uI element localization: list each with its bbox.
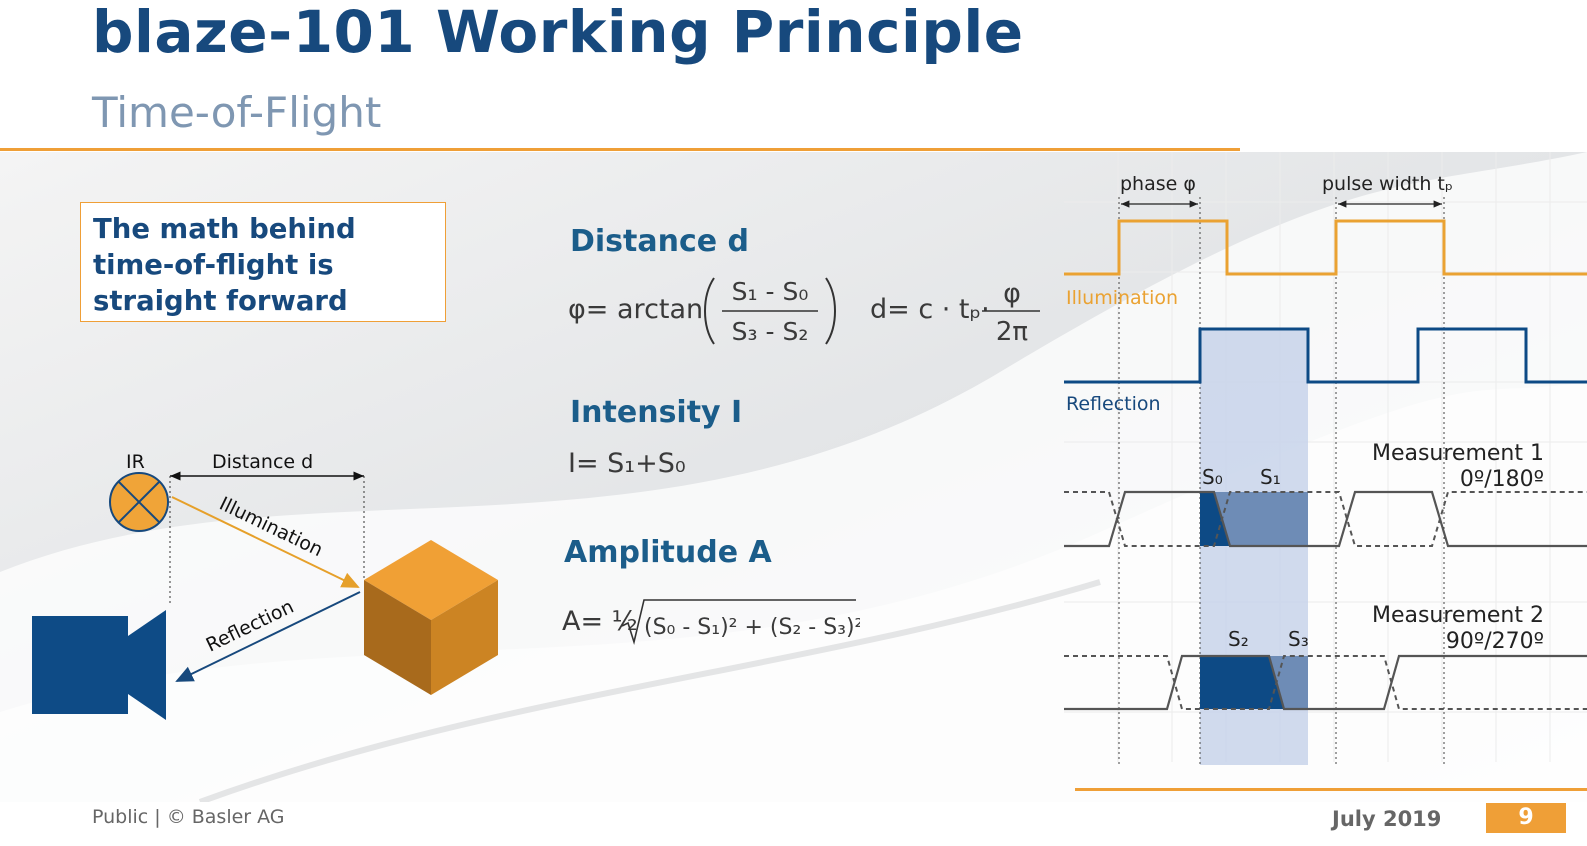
- s2-label: S₂: [1228, 627, 1249, 651]
- s1-area: [1214, 492, 1308, 546]
- page-subtitle: Time-of-Flight: [92, 88, 382, 137]
- page-number-badge: 9: [1486, 803, 1566, 833]
- phase-denominator: S₃ - S₂: [732, 317, 809, 346]
- callout-line: straight forward: [93, 285, 348, 317]
- callout-line: time-of-flight is: [93, 249, 334, 281]
- measurement2-title: Measurement 2: [1372, 603, 1544, 628]
- footer-copyright: Public | © Basler AG: [92, 806, 285, 828]
- callout-box: The math behind time-of-flight is straig…: [80, 202, 446, 322]
- intensity-heading: Intensity I: [570, 395, 743, 430]
- s0-label: S₀: [1202, 465, 1223, 489]
- amplitude-radicand: (S₀ - S₁)² + (S₂ - S₃)²: [644, 615, 860, 640]
- reflection-signal-label: Reflection: [1066, 393, 1161, 415]
- s3-area: [1269, 656, 1308, 709]
- camera-icon: [32, 610, 166, 720]
- reflection-label: Reflection: [203, 596, 298, 657]
- distance-formula-prefix: d= c · tₚ·: [870, 294, 990, 325]
- illumination-signal: [1064, 219, 1587, 276]
- pulse-width-label: pulse width tₚ: [1322, 173, 1453, 195]
- phase-numerator: S₁ - S₀: [732, 277, 809, 306]
- intensity-formula: I= S₁+S₀: [568, 448, 686, 479]
- header-divider: [0, 148, 1240, 151]
- measurement1-title: Measurement 1: [1372, 441, 1544, 466]
- amplitude-formula-prefix: A= ½: [562, 606, 638, 637]
- footer-date: July 2019: [1332, 807, 1442, 831]
- distance-denominator: 2π: [996, 317, 1028, 347]
- callout-line: The math behind: [93, 213, 356, 245]
- amplitude-heading: Amplitude A: [564, 535, 772, 570]
- footer-divider: [1075, 788, 1587, 791]
- s0-area: [1200, 492, 1230, 546]
- distance-fraction: φ 2π: [982, 278, 1040, 347]
- s3-label: S₃: [1288, 627, 1309, 651]
- ir-label: IR: [126, 451, 145, 473]
- illumination-signal-label: Illumination: [1066, 287, 1178, 309]
- timing-diagram: phase φ pulse width tₚ Illumination Refl…: [1064, 152, 1587, 765]
- object-cube-icon: [364, 540, 498, 695]
- distance-label: Distance d: [212, 451, 313, 473]
- reflection-signal: [1064, 327, 1587, 384]
- distance-numerator: φ: [1003, 278, 1021, 309]
- tof-diagram: IR Distance d Illumination Reflection: [32, 451, 498, 720]
- page-title: blaze-101 Working Principle: [92, 0, 1024, 66]
- phase-formula-prefix: φ= arctan: [568, 294, 704, 325]
- phase-fraction: S₁ - S₀ S₃ - S₂: [704, 277, 836, 346]
- distance-heading: Distance d: [570, 224, 750, 259]
- ir-emitter-icon: [109, 472, 169, 532]
- measurement1-angles: 0º/180º: [1460, 467, 1544, 492]
- measurement2-angles: 90º/270º: [1446, 629, 1544, 654]
- amplitude-sqrt: (S₀ - S₁)² + (S₂ - S₃)²: [621, 599, 860, 645]
- s1-label: S₁: [1260, 465, 1281, 489]
- phase-label: phase φ: [1120, 173, 1196, 195]
- s2-area: [1200, 656, 1284, 709]
